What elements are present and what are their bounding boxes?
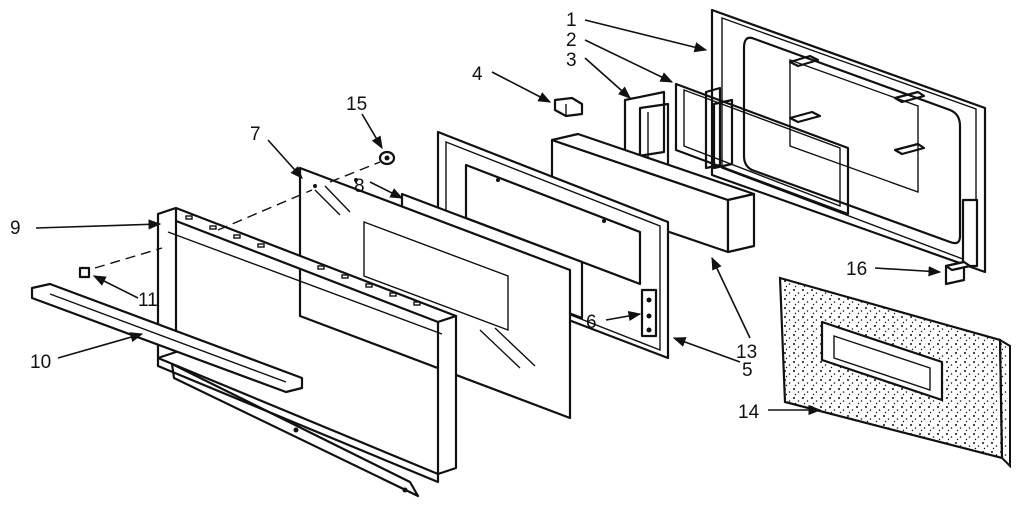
callout-10: 10 <box>30 352 51 373</box>
latch-clip <box>553 96 584 118</box>
outer-door-frame <box>156 206 458 498</box>
callout-4: 4 <box>472 64 483 85</box>
latch-block <box>944 260 972 286</box>
callout-6: 6 <box>586 312 597 333</box>
callout-15: 15 <box>346 94 367 115</box>
callout-5: 5 <box>742 360 753 381</box>
callout-11: 11 <box>138 290 158 311</box>
callout-2: 2 <box>566 30 577 51</box>
callout-16: 16 <box>846 259 867 280</box>
hinge-bracket <box>623 90 670 170</box>
choke-gasket-frame <box>674 82 850 216</box>
callout-7: 7 <box>250 124 261 145</box>
inner-door-panel <box>710 8 987 274</box>
latch-insert <box>640 288 658 338</box>
small-clip <box>78 266 91 279</box>
grommet <box>378 150 396 166</box>
callout-13: 13 <box>736 342 757 363</box>
glass-panel <box>298 166 572 420</box>
foam-insulation-block <box>778 276 1011 469</box>
callout-1: 1 <box>566 10 577 31</box>
door-handle-bar <box>30 282 304 394</box>
callout-8: 8 <box>354 176 365 197</box>
door-spacer-box <box>550 132 756 254</box>
callout-3: 3 <box>566 50 577 71</box>
callout-9: 9 <box>10 218 21 239</box>
callout-14: 14 <box>738 402 760 423</box>
